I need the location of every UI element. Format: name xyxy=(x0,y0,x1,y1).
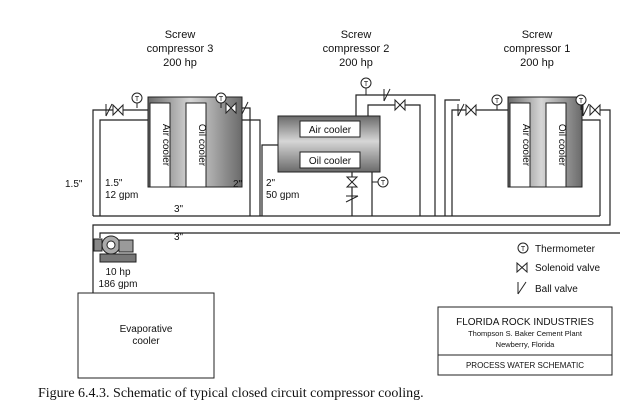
title-block-company: FLORIDA ROCK INDUSTRIES xyxy=(456,317,594,328)
pipe-label-2-left: 2" xyxy=(233,179,243,190)
compressor-1-oil-cooler xyxy=(545,102,567,188)
thermometer-icon: T xyxy=(575,94,587,110)
legend-solenoid-label: Solenoid valve xyxy=(535,263,600,274)
ball-valve-icon xyxy=(383,88,391,102)
compressor-3-line3: 200 hp xyxy=(163,57,197,69)
thermometer-icon: T xyxy=(215,92,227,108)
pipe-label-12-gpm: 12 gpm xyxy=(105,190,138,201)
c2-top-loop xyxy=(355,94,436,216)
compressor-1-air-cooler-label: Air cooler xyxy=(520,124,531,167)
compressor-1-line2: compressor 1 xyxy=(504,43,571,55)
compressor-1-air-cooler xyxy=(509,102,531,188)
legend-thermometer-icon: T xyxy=(517,242,529,254)
pipe-label-1-5-outer: 1.5" xyxy=(65,179,83,190)
solenoid-valve-icon xyxy=(345,176,359,188)
compressor-1-line3: 200 hp xyxy=(520,57,554,69)
c1-left-outer xyxy=(444,99,460,216)
compressor-3-oil-cooler xyxy=(185,102,207,188)
legend-thermometer-label: Thermometer xyxy=(535,244,596,255)
pipe-label-1-5-inner: 1.5" xyxy=(105,178,123,189)
pump-icon xyxy=(92,235,137,263)
pipe-label-50-gpm: 50 gpm xyxy=(266,190,299,201)
svg-text:T: T xyxy=(495,98,500,105)
legend-ball-label: Ball valve xyxy=(535,284,578,295)
ball-valve-icon xyxy=(457,103,465,117)
ball-valve-icon xyxy=(345,195,359,203)
compressor-3-oil-cooler-label: Oil cooler xyxy=(196,124,207,167)
svg-text:T: T xyxy=(381,180,386,187)
svg-text:T: T xyxy=(135,96,140,103)
c1-right-loop xyxy=(580,119,601,216)
solenoid-valve-icon xyxy=(112,103,124,117)
compressor-2-line3: 200 hp xyxy=(339,57,373,69)
title-block xyxy=(437,306,613,376)
c3-outer-loop xyxy=(92,109,102,216)
solenoid-valve-icon xyxy=(465,103,477,117)
compressor-3-line1: Screw xyxy=(165,29,196,41)
figure-caption: Figure 6.4.3. Schematic of typical close… xyxy=(38,386,424,401)
compressor-3-air-cooler-label: Air cooler xyxy=(160,124,171,167)
pipe-label-3-lower: 3" xyxy=(174,232,184,243)
c3-inner-loop xyxy=(99,119,150,216)
compressor-2-oil-cooler xyxy=(299,151,361,169)
compressor-3-line2: compressor 3 xyxy=(147,43,214,55)
solenoid-valve-icon xyxy=(589,103,601,117)
title-block-location: Newberry, Florida xyxy=(496,340,555,349)
compressor-1-oil-cooler-label: Oil cooler xyxy=(556,124,567,167)
compressor-2-line2: compressor 2 xyxy=(323,43,390,55)
return-header-pipe xyxy=(92,109,611,243)
svg-text:T: T xyxy=(579,98,584,105)
compressor-2-air-cooler-label: Air cooler xyxy=(309,125,352,136)
ball-valve-icon xyxy=(241,101,249,115)
compressor-2-oil-cooler-label: Oil cooler xyxy=(309,156,352,167)
c2-top-loop-inner xyxy=(367,104,421,216)
ball-valve-icon xyxy=(105,103,113,117)
pump-gpm-label: 186 gpm xyxy=(99,279,138,290)
solenoid-valve-icon xyxy=(394,98,406,112)
title-block-drawing: PROCESS WATER SCHEMATIC xyxy=(466,361,584,370)
compressor-2-air-cooler xyxy=(299,120,361,138)
title-block-plant: Thompson S. Baker Cement Plant xyxy=(468,329,583,338)
compressor-2-line1: Screw xyxy=(341,29,372,41)
pipe-label-2-right: 2" xyxy=(266,178,276,189)
solenoid-valve-icon xyxy=(225,101,237,115)
thermometer-icon: T xyxy=(491,94,503,110)
c2-left-loop xyxy=(261,144,278,216)
c1-left-loop xyxy=(451,109,510,216)
thermometer-icon: T xyxy=(372,176,389,188)
svg-text:T: T xyxy=(364,81,369,88)
svg-text:T: T xyxy=(219,96,224,103)
legend-ball-valve-icon xyxy=(517,281,527,295)
svg-text:T: T xyxy=(521,246,526,253)
evaporative-cooler-line1: Evaporative xyxy=(120,324,173,335)
compressor-1-line1: Screw xyxy=(522,29,553,41)
thermometer-icon: T xyxy=(131,92,143,108)
evaporative-cooler-box xyxy=(77,292,215,379)
pump-hp-label: 10 hp xyxy=(105,267,130,278)
pipe-label-3-upper: 3" xyxy=(174,204,184,215)
evaporative-cooler-line2: cooler xyxy=(132,336,160,347)
legend-solenoid-valve-icon xyxy=(516,261,528,274)
thermometer-icon: T xyxy=(360,77,372,95)
c3-right-loop xyxy=(240,119,261,216)
compressor-3-air-cooler xyxy=(149,102,171,188)
supply-header-pipe xyxy=(99,232,620,238)
ball-valve-icon xyxy=(582,103,590,117)
